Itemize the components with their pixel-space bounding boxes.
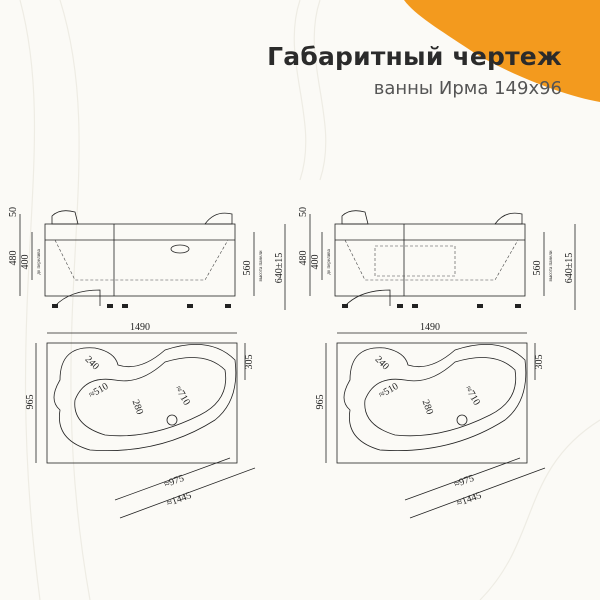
headrest-right: [204, 212, 233, 225]
dimension-label: ≈975: [453, 473, 476, 490]
dimension-label: 480: [8, 251, 19, 266]
foot: [225, 304, 231, 308]
orange-corner-shape: [404, 0, 600, 102]
dimension-label: ≈510: [87, 381, 110, 401]
top-view: 1490 965 305 240 ≈510 280 ≈710 ≈975≈1445: [25, 322, 256, 519]
bath-outline: [336, 342, 528, 464]
tub-inner: [74, 357, 227, 437]
dimension-label: ≈710: [462, 384, 482, 407]
dimension-label: 640±15: [274, 253, 285, 284]
dimension-label: 400: [20, 255, 31, 270]
front-curve: [54, 289, 101, 307]
dimension-label: до перелива: [37, 248, 42, 274]
dimension-label: 1490: [130, 322, 150, 333]
drain: [166, 414, 178, 426]
headrest-right: [494, 212, 523, 225]
dimension-label: ≈1445: [165, 490, 193, 509]
dimension-label: 50: [8, 207, 19, 217]
front-curve: [344, 289, 391, 307]
dimension-label: 640±15: [564, 253, 575, 284]
dimension-label: 305: [244, 355, 255, 370]
overflow-icon: [170, 244, 190, 254]
dimension-label: 400: [310, 255, 321, 270]
inner-tub: [344, 239, 519, 281]
foot: [515, 304, 521, 308]
bath-body: [334, 223, 526, 297]
dimension-label: 560: [242, 261, 253, 276]
foot: [477, 304, 483, 308]
dimension-label: ≈710: [172, 384, 192, 407]
dimension-label: до перелива: [327, 248, 332, 274]
dim-line: [404, 457, 521, 501]
frame: [374, 245, 456, 277]
page-title: Габаритный чертеж: [267, 42, 562, 71]
dimension-label: высота панели: [259, 250, 264, 281]
foot: [412, 304, 418, 308]
foot: [187, 304, 193, 308]
dimension-label: 965: [315, 395, 326, 410]
top-view: 1490 965 305 240 ≈510 280 ≈710 ≈975≈1445: [315, 322, 546, 519]
dimension-label: ≈510: [377, 381, 400, 401]
dimension-label: 50: [298, 207, 309, 217]
page-subtitle: ванны Ирма 149x96: [373, 78, 562, 99]
dimension-label: 305: [534, 355, 545, 370]
dimension-label: 280: [420, 398, 435, 416]
dimension-label: ≈975: [163, 473, 186, 490]
dimension-label: ≈1445: [455, 490, 483, 509]
headrest-left: [341, 210, 369, 225]
dimension-label: 240: [373, 354, 391, 372]
dimension-label: 280: [130, 398, 145, 416]
dimension-label: 560: [532, 261, 543, 276]
dimension-label: 240: [83, 354, 101, 372]
headrest-left: [51, 210, 79, 225]
foot: [342, 304, 348, 308]
drain: [456, 414, 468, 426]
foot: [122, 304, 128, 308]
tub-inner: [364, 357, 517, 437]
dimension-label: 480: [298, 251, 309, 266]
dim-line: [119, 467, 256, 519]
foot: [107, 304, 113, 308]
foot: [397, 304, 403, 308]
foot: [52, 304, 58, 308]
bath-body: [44, 223, 236, 297]
decorative-lines: [19, 0, 600, 600]
dim-line: [114, 457, 231, 501]
dim-line: [409, 467, 546, 519]
dimension-label: 965: [25, 395, 36, 410]
bath-outline: [46, 342, 238, 464]
tub-rim: [343, 344, 527, 451]
dimension-label: высота панели: [549, 250, 554, 281]
dimension-label: 1490: [420, 322, 440, 333]
tub-rim: [53, 344, 237, 451]
inner-tub: [54, 239, 229, 281]
